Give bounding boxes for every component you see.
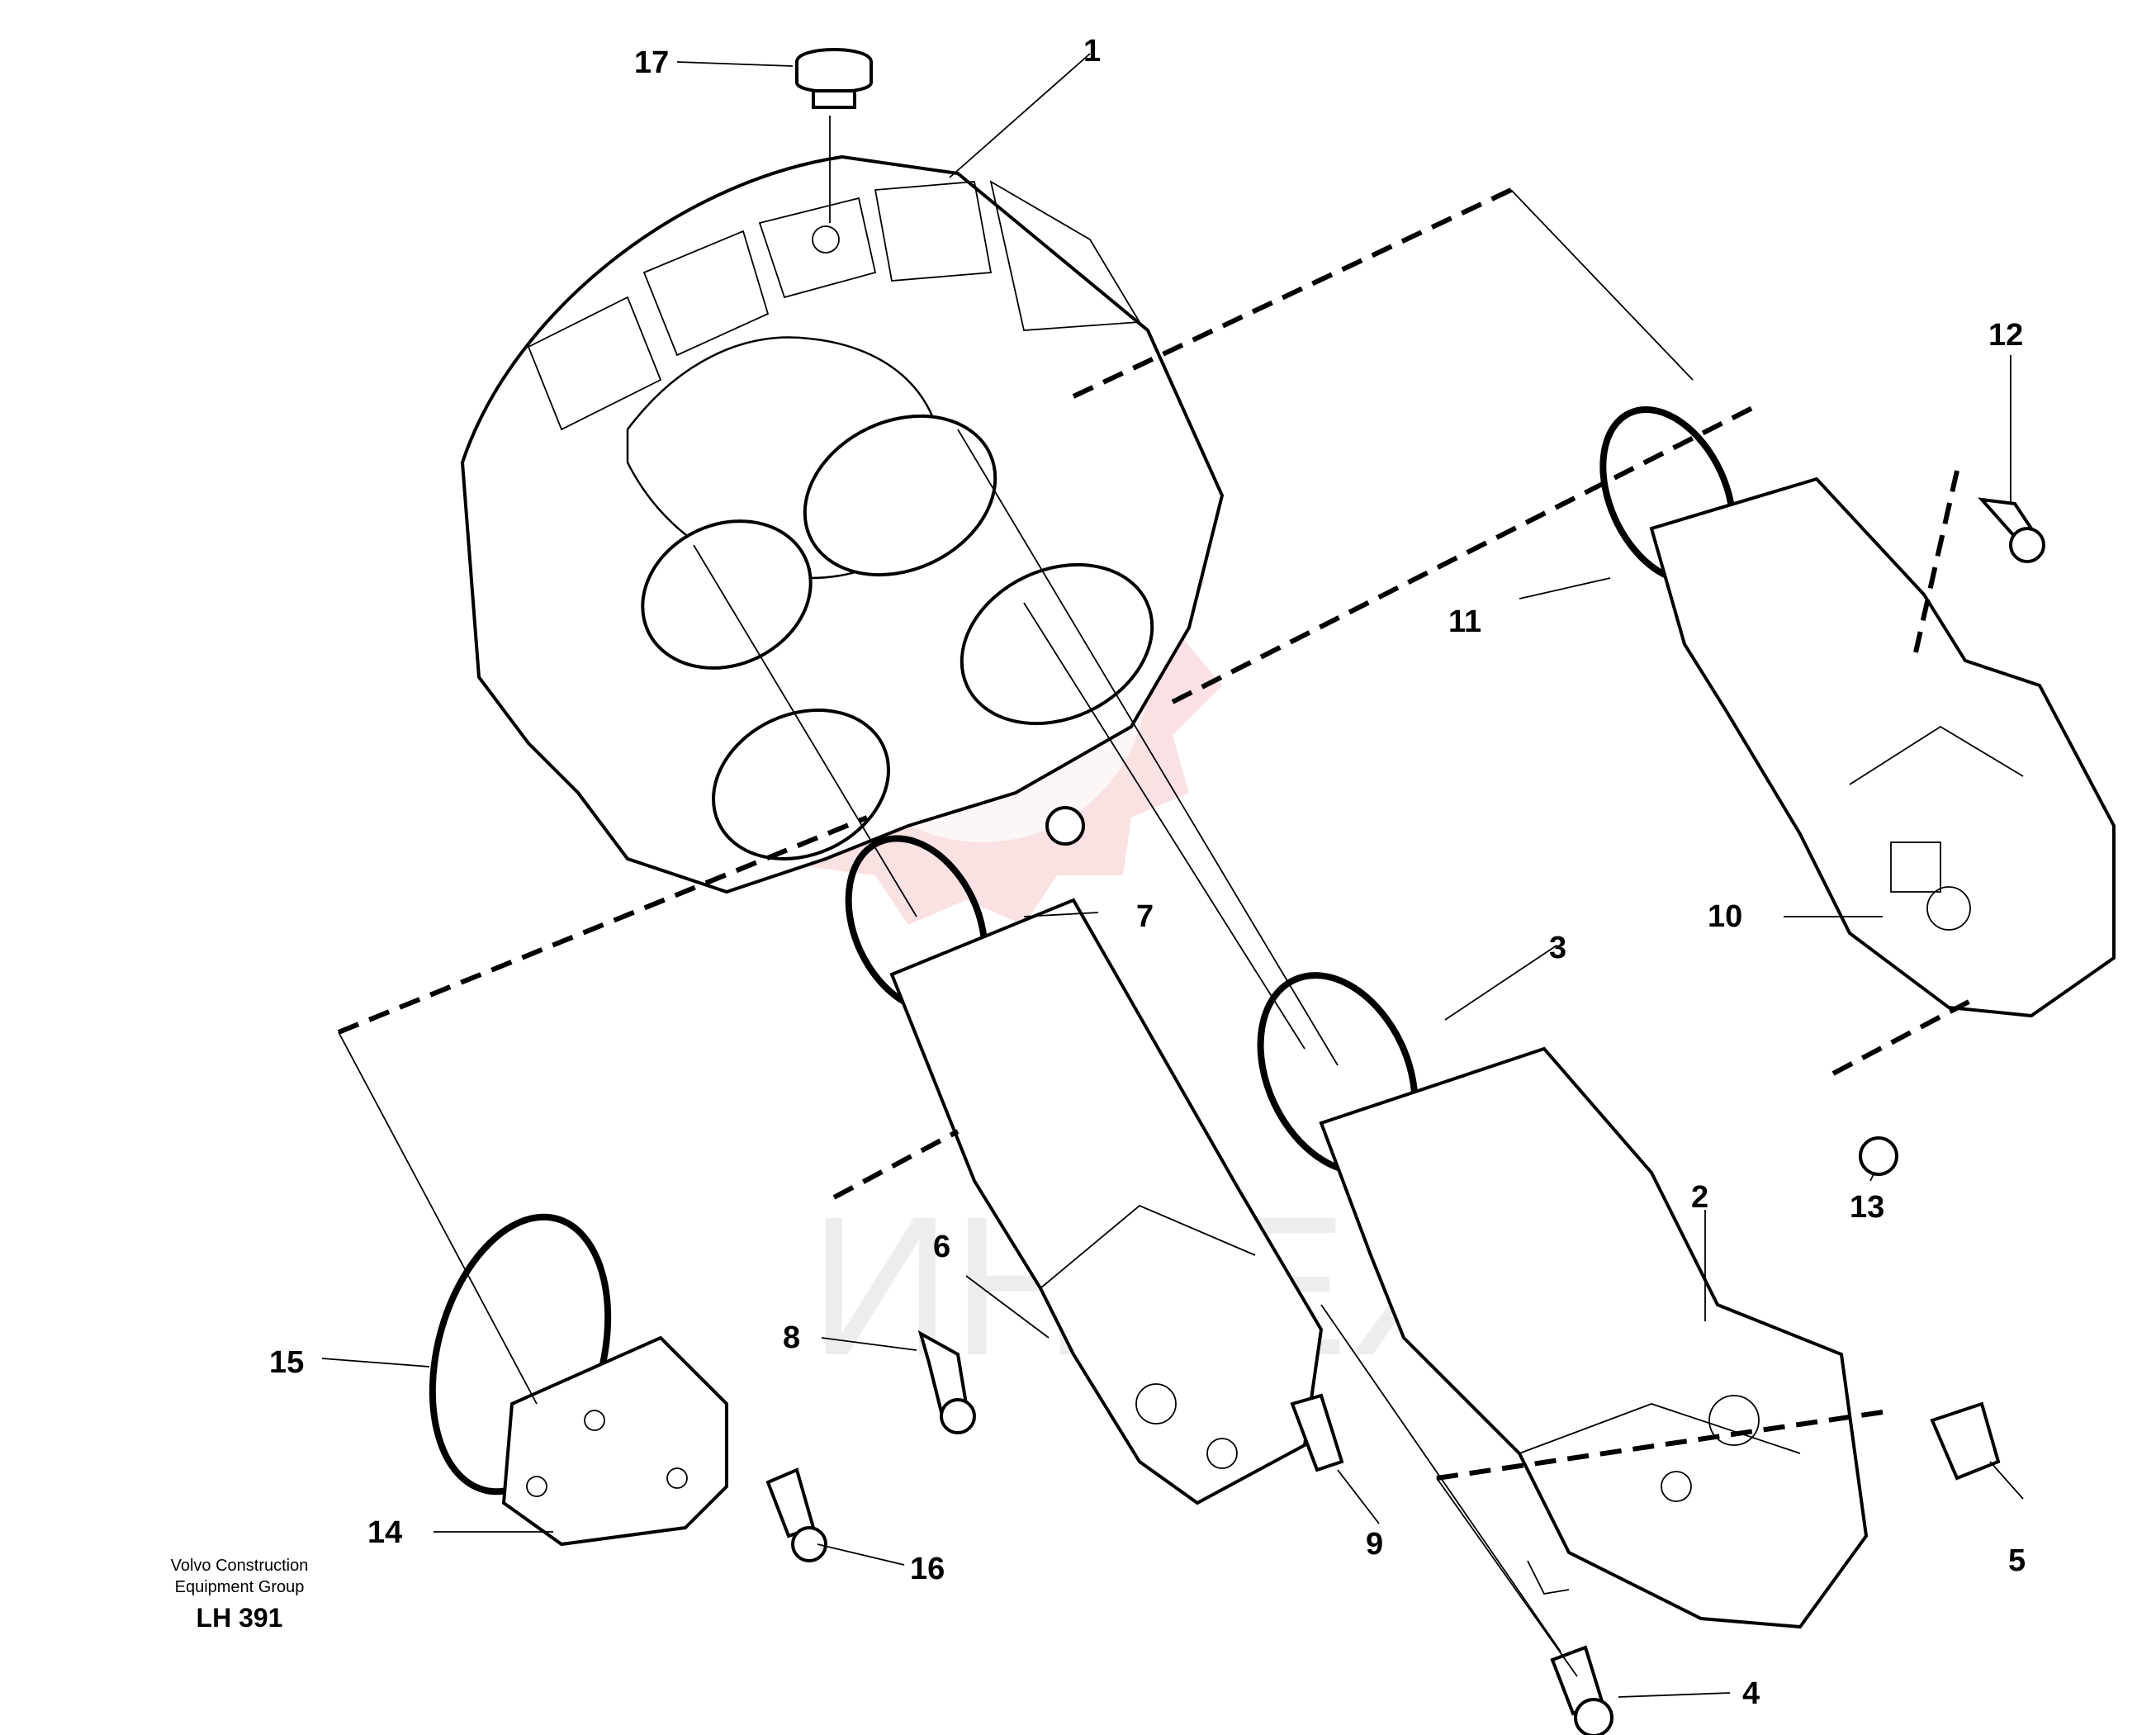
callout-2: 2 [1691, 1180, 1708, 1215]
callout-7: 7 [1136, 899, 1154, 934]
callout-10: 10 [1708, 899, 1742, 934]
caption-line1: Volvo Construction [171, 1557, 309, 1575]
plug-13 [1859, 1136, 1898, 1176]
assembly-line-motor10 [1831, 997, 1975, 1076]
plug-housing [1045, 806, 1085, 846]
motor-right [1599, 406, 2116, 1018]
callout-1: 1 [1083, 34, 1101, 69]
screw-4 [1550, 1645, 1613, 1735]
assembly-line-motor6 [832, 1129, 960, 1200]
callout-11: 11 [1448, 604, 1481, 639]
callout-8: 8 [783, 1320, 800, 1355]
breather-cap [795, 48, 873, 109]
plug-5 [1930, 1401, 2001, 1481]
callout-15: 15 [269, 1345, 304, 1380]
screw-9 [1290, 1393, 1344, 1472]
callout-4: 4 [1742, 1676, 1760, 1711]
callout-16: 16 [910, 1552, 945, 1586]
assembly-line-top [1072, 187, 1513, 399]
screw-12 [1977, 497, 2045, 563]
assembly-line-mid [1171, 402, 1760, 704]
drawing-code: LH 391 [197, 1603, 283, 1633]
callout-9: 9 [1366, 1527, 1383, 1562]
screw-16 [765, 1467, 827, 1562]
assembly-line-left [337, 815, 869, 1035]
motor-left [845, 835, 1324, 1505]
callout-17: 17 [634, 45, 669, 80]
callout-14: 14 [367, 1515, 402, 1550]
caption-line2: Equipment Group [175, 1578, 305, 1596]
callout-3: 3 [1549, 931, 1566, 965]
motor-center [1257, 972, 1869, 1629]
housing [460, 154, 1225, 894]
callout-5: 5 [2008, 1543, 2026, 1578]
callout-6: 6 [933, 1230, 950, 1264]
assembly-line-motor2 [1436, 1410, 1884, 1481]
callout-12: 12 [1988, 318, 2023, 353]
callout-13: 13 [1850, 1190, 1884, 1225]
cover [429, 1213, 728, 1547]
screw-8 [917, 1330, 976, 1434]
